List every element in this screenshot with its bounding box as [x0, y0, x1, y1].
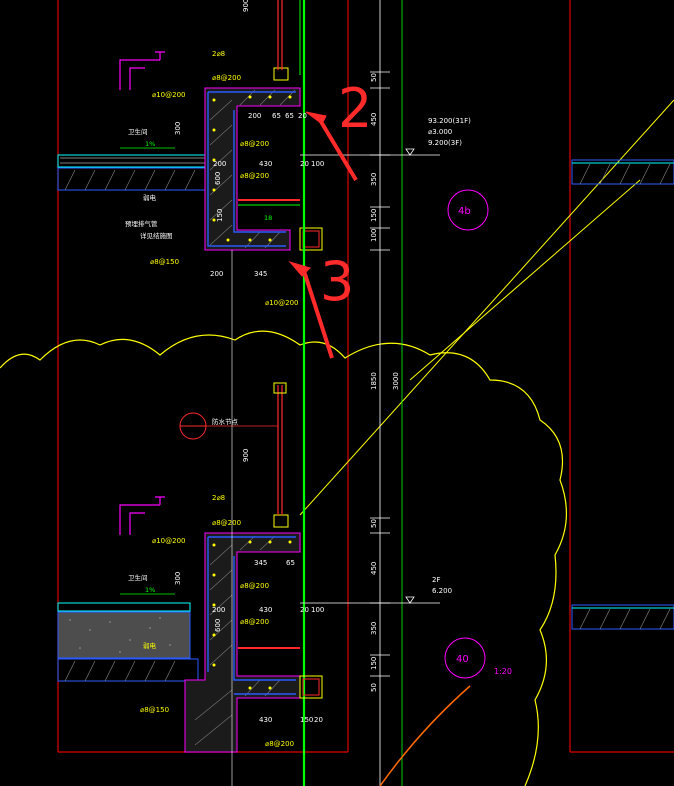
note-text: 弱电	[143, 193, 157, 202]
dim-text: 150	[216, 209, 224, 222]
bottom-detail-dims: 345 65 200 430 20 100 430 150 20 900 300…	[174, 449, 324, 724]
dim-text: 65	[285, 112, 294, 120]
section-mark-text: 防水节点	[212, 417, 239, 426]
elevation-text: 93.200(31F)	[428, 117, 471, 125]
dim-text: 450	[370, 562, 378, 575]
rebar-label: ⌀8@150	[150, 258, 179, 266]
dim-text: 200	[248, 112, 261, 120]
rebar-label: ⌀8@200	[240, 618, 269, 626]
dim-text: 450	[370, 113, 378, 126]
orange-leader	[379, 685, 471, 786]
elevation-text: 9.200(3F)	[428, 139, 462, 147]
note-text: 预埋排气管	[125, 219, 158, 228]
rebar-label: ⌀8@200	[265, 740, 294, 748]
dim-text: 20	[300, 606, 309, 614]
dim-text: 350	[370, 622, 378, 635]
dim-text: 50	[370, 683, 378, 692]
right-dimension-chain	[300, 0, 440, 786]
elevation-text: 2F	[432, 576, 440, 584]
dim-text: 345	[254, 559, 267, 567]
dim-text: 350	[370, 173, 378, 186]
dim-text: 430	[259, 716, 272, 724]
dim-text: 430	[259, 606, 272, 614]
dim-text: 300	[174, 572, 182, 585]
note-text: 卫生间	[128, 127, 148, 136]
dim-text: 50	[370, 519, 378, 528]
dim-text: 900	[242, 0, 250, 12]
note-text: 18	[264, 214, 272, 222]
dim-text: 3000	[392, 372, 400, 390]
detail-bubble-scale: 1:20	[494, 667, 512, 676]
dim-text: 200	[212, 606, 225, 614]
detail-bubble-40: 40 1:20	[444, 637, 512, 679]
bottom-detail-notes: 卫生间 1% 弱电 防水节点	[128, 417, 239, 650]
dim-text: 200	[213, 160, 226, 168]
right-slab-top	[571, 159, 674, 185]
rebar-label: ⌀10@200	[265, 299, 298, 307]
note-text: 卫生间	[128, 573, 148, 582]
elevation-text: 6.200	[432, 587, 452, 595]
annotation-number-3: 3	[320, 250, 354, 313]
revision-cloud	[0, 330, 568, 786]
rebar-label: ⌀8@200	[240, 582, 269, 590]
dim-text: 200	[210, 270, 223, 278]
rebar-label: ⌀8@200	[212, 519, 241, 527]
top-detail-dims: 200 65 65 20 200 430 20 100 200 345 900 …	[174, 0, 324, 278]
bottom-detail-labels: 2⌀8 ⌀8@200 ⌀10@200 ⌀8@200 ⌀8@200 ⌀8@150 …	[140, 494, 294, 748]
rebar-label: ⌀8@200	[240, 140, 269, 148]
elevation-labels: 93.200(31F) ⌀3.000 9.200(3F) 2F 6.200	[428, 117, 471, 595]
dim-text: 20	[300, 160, 309, 168]
rebar-label: 2⌀8	[212, 494, 225, 502]
top-detail	[57, 0, 323, 786]
dim-text: 100	[311, 606, 324, 614]
dim-text: 50	[370, 73, 378, 82]
annotation-number-2: 2	[338, 77, 372, 140]
leader-lines	[299, 99, 674, 516]
dim-text: 150	[370, 657, 378, 670]
top-detail-labels: 2⌀8 ⌀8@200 ⌀10@200 ⌀8@200 ⌀8@200 ⌀8@150 …	[150, 50, 298, 307]
dim-text: 345	[254, 270, 267, 278]
bottom-detail	[57, 382, 323, 753]
annotation-arrows	[288, 111, 358, 359]
rebar-label: ⌀8@200	[240, 172, 269, 180]
dim-text: 900	[242, 449, 250, 462]
note-text: 1%	[145, 586, 155, 594]
dim-text: 100	[311, 160, 324, 168]
note-text: 1%	[145, 140, 155, 148]
top-detail-notes: 卫生间 1% 弱电 预埋排气管 详见结施图 18	[125, 127, 272, 240]
dim-text: 100	[370, 229, 378, 242]
elevation-text: ⌀3.000	[428, 128, 452, 136]
rebar-label: ⌀10@200	[152, 537, 185, 545]
rebar-label: ⌀8@150	[140, 706, 169, 714]
dim-text: 600	[214, 172, 222, 185]
rebar-label: ⌀8@200	[212, 74, 241, 82]
annotation-numbers: 2 3	[320, 77, 372, 313]
dim-text: 65	[286, 559, 295, 567]
dim-text: 20	[314, 716, 323, 724]
note-text: 详见结施图	[140, 231, 173, 240]
dim-text: 600	[214, 619, 222, 632]
rebar-label: ⌀10@200	[152, 91, 185, 99]
elevation-markers	[405, 148, 415, 604]
dim-text: 20	[298, 112, 307, 120]
dim-text: 65	[272, 112, 281, 120]
detail-bubble-text: 40	[456, 654, 469, 665]
note-text: 弱电	[143, 641, 157, 650]
dim-text: 150	[300, 716, 313, 724]
detail-bubble-4b: 4b	[447, 189, 489, 231]
dim-text: 150	[370, 209, 378, 222]
detail-bubble-text: 4b	[458, 206, 471, 217]
dim-text: 300	[174, 122, 182, 135]
right-dims-text: 50 450 350 150 100 1850 3000 50 450 350 …	[370, 73, 400, 692]
right-slab-bottom	[571, 604, 674, 630]
rebar-label: 2⌀8	[212, 50, 225, 58]
dim-text: 430	[259, 160, 272, 168]
dim-text: 1850	[370, 372, 378, 390]
